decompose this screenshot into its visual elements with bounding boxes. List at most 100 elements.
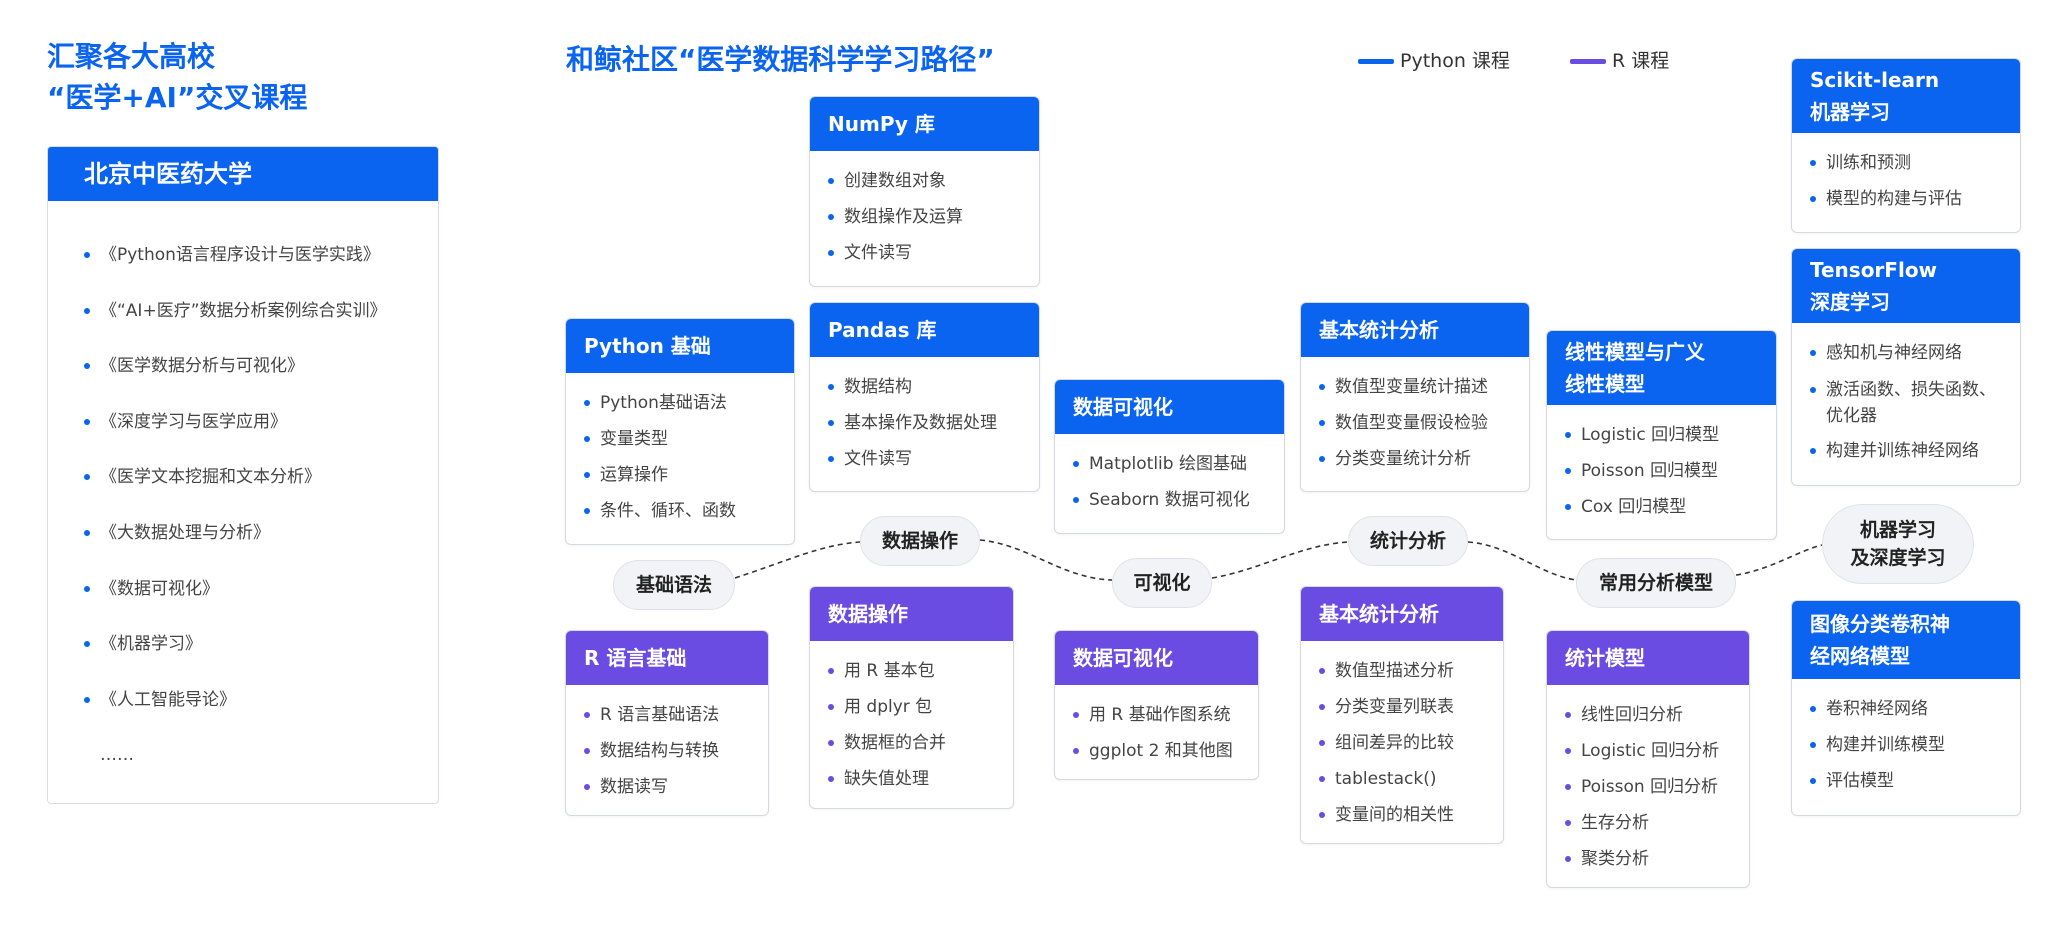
card-pandas-list: 数据结构 基本操作及数据处理 文件读写	[810, 357, 1039, 477]
list-item: 构建并训练模型	[1810, 727, 2020, 763]
list-item: 用 R 基本包	[828, 653, 1013, 689]
card-title-line: Scikit-learn	[1810, 68, 1940, 92]
card-python-stats: 基本统计分析 数值型变量统计描述 数值型变量假设检验 分类变量统计分析	[1300, 302, 1530, 492]
legend-python-label: Python 课程	[1400, 50, 1510, 72]
card-r-basic-title: R 语言基础	[566, 631, 768, 685]
course-item: 《大数据处理与分析》	[84, 505, 438, 561]
card-r-basic-list: R 语言基础语法 数据结构与转换 数据读写	[566, 685, 768, 805]
list-item: 感知机与神经网络	[1810, 335, 2004, 371]
path-segment	[734, 541, 861, 579]
card-tensorflow: TensorFlow 深度学习 感知机与神经网络 激活函数、损失函数、优化器 构建…	[1791, 248, 2021, 486]
left-heading-line1: 汇聚各大高校	[47, 40, 216, 73]
card-r-stats-list: 数值型描述分析 分类变量列联表 组间差异的比较 tablestack() 变量间…	[1301, 641, 1503, 833]
card-r-basic: R 语言基础 R 语言基础语法 数据结构与转换 数据读写	[565, 630, 769, 816]
card-r-stats-title: 基本统计分析	[1301, 587, 1503, 641]
card-sklearn-list: 训练和预测 模型的构建与评估	[1792, 133, 2020, 217]
left-heading-line2: “医学+AI”交叉课程	[47, 81, 308, 114]
list-item: 评估模型	[1810, 763, 2020, 799]
card-r-viz: 数据可视化 用 R 基础作图系统 ggplot 2 和其他图	[1054, 630, 1259, 780]
list-item: 变量类型	[584, 421, 794, 457]
card-python-viz-title: 数据可视化	[1055, 380, 1284, 434]
list-item: 数组操作及运算	[828, 199, 1039, 235]
card-title-line: 线性模型与广义	[1565, 340, 1705, 364]
card-python-stats-title: 基本统计分析	[1301, 303, 1529, 357]
stage-ml-dl: 机器学习及深度学习	[1822, 504, 1974, 584]
path-segment	[1211, 541, 1349, 579]
list-item: 数据结构	[828, 369, 1039, 405]
course-item: 《数据可视化》	[84, 561, 438, 617]
card-python-basic-title: Python 基础	[566, 319, 794, 373]
card-python-basic: Python 基础 Python基础语法 变量类型 运算操作 条件、循环、函数	[565, 318, 795, 545]
path-segment	[1467, 541, 1577, 581]
card-cnn-list: 卷积神经网络 构建并训练模型 评估模型	[1792, 679, 2020, 799]
list-item: Matplotlib 绘图基础	[1073, 446, 1284, 482]
card-python-viz-list: Matplotlib 绘图基础 Seaborn 数据可视化	[1055, 434, 1284, 518]
card-linear-models-title: 线性模型与广义线性模型	[1547, 331, 1776, 405]
list-item: 运算操作	[584, 457, 794, 493]
course-more: ……	[100, 745, 134, 766]
list-item: Python基础语法	[584, 385, 794, 421]
list-item: 分类变量统计分析	[1319, 441, 1529, 477]
path-title: 和鲸社区“医学数据科学学习路径”	[566, 43, 995, 76]
list-item: ggplot 2 和其他图	[1073, 733, 1258, 769]
list-item: 数据结构与转换	[584, 733, 768, 769]
left-heading: 汇聚各大高校 “医学+AI”交叉课程	[47, 36, 307, 118]
path-segment	[979, 539, 1113, 581]
card-pandas: Pandas 库 数据结构 基本操作及数据处理 文件读写	[809, 302, 1040, 492]
list-item: 数值型描述分析	[1319, 653, 1503, 689]
legend-r: R 课程	[1570, 46, 1669, 73]
card-python-basic-list: Python基础语法 变量类型 运算操作 条件、循环、函数	[566, 373, 794, 529]
list-item: 数值型变量假设检验	[1319, 405, 1529, 441]
list-item: tablestack()	[1319, 761, 1503, 797]
card-r-data-ops-list: 用 R 基本包 用 dplyr 包 数据框的合并 缺失值处理	[810, 641, 1013, 797]
list-item: 创建数组对象	[828, 163, 1039, 199]
list-item: 分类变量列联表	[1319, 689, 1503, 725]
list-item: 用 dplyr 包	[828, 689, 1013, 725]
stage-statistics: 统计分析	[1348, 516, 1468, 566]
card-r-models-title: 统计模型	[1547, 631, 1749, 685]
list-item: 文件读写	[828, 441, 1039, 477]
list-item: 数值型变量统计描述	[1319, 369, 1529, 405]
card-title-line: 深度学习	[1810, 290, 1890, 314]
path-segment	[1735, 544, 1823, 576]
card-r-models: 统计模型 线性回归分析 Logistic 回归分析 Poisson 回归分析 生…	[1546, 630, 1750, 888]
stage-visualization: 可视化	[1112, 558, 1212, 608]
list-item: 生存分析	[1565, 805, 1749, 841]
list-item: 变量间的相关性	[1319, 797, 1503, 833]
list-item: 组间差异的比较	[1319, 725, 1503, 761]
legend-python: Python 课程	[1358, 46, 1510, 73]
list-item: 构建并训练神经网络	[1810, 433, 2004, 469]
list-item: 条件、循环、函数	[584, 493, 794, 529]
list-item: Poisson 回归分析	[1565, 769, 1749, 805]
stage-ml-line2: 及深度学习	[1850, 547, 1946, 569]
card-tensorflow-title: TensorFlow 深度学习	[1792, 249, 2020, 323]
list-item: Logistic 回归模型	[1565, 417, 1776, 453]
card-python-viz: 数据可视化 Matplotlib 绘图基础 Seaborn 数据可视化	[1054, 379, 1285, 534]
course-item: 《Python语言程序设计与医学实践》	[84, 227, 438, 283]
card-numpy: NumPy 库 创建数组对象 数组操作及运算 文件读写	[809, 96, 1040, 287]
list-item: 线性回归分析	[1565, 697, 1749, 733]
stage-basic-syntax: 基础语法	[613, 560, 735, 610]
list-item: 聚类分析	[1565, 841, 1749, 877]
legend-python-swatch	[1358, 59, 1394, 64]
card-cnn: 图像分类卷积神经网络模型 卷积神经网络 构建并训练模型 评估模型	[1791, 600, 2021, 816]
list-item: Cox 回归模型	[1565, 489, 1776, 525]
list-item: 卷积神经网络	[1810, 691, 2020, 727]
list-item: 基本操作及数据处理	[828, 405, 1039, 441]
card-r-data-ops: 数据操作 用 R 基本包 用 dplyr 包 数据框的合并 缺失值处理	[809, 586, 1014, 809]
course-list: 《Python语言程序设计与医学实践》 《“AI+医疗”数据分析案例综合实训》 …	[48, 201, 438, 783]
list-item: Poisson 回归模型	[1565, 453, 1776, 489]
list-item: 数据框的合并	[828, 725, 1013, 761]
list-item: 用 R 基础作图系统	[1073, 697, 1258, 733]
stage-data-ops: 数据操作	[860, 516, 980, 566]
card-title-line: TensorFlow	[1810, 258, 1938, 282]
list-item: 训练和预测	[1810, 145, 2020, 181]
card-r-stats: 基本统计分析 数值型描述分析 分类变量列联表 组间差异的比较 tablestac…	[1300, 586, 1504, 844]
card-numpy-list: 创建数组对象 数组操作及运算 文件读写	[810, 151, 1039, 271]
stage-ml-line1: 机器学习	[1859, 519, 1936, 541]
list-item: 模型的构建与评估	[1810, 181, 2020, 217]
card-tensorflow-list: 感知机与神经网络 激活函数、损失函数、优化器 构建并训练神经网络	[1792, 323, 2020, 469]
course-item: 《医学数据分析与可视化》	[84, 338, 438, 394]
